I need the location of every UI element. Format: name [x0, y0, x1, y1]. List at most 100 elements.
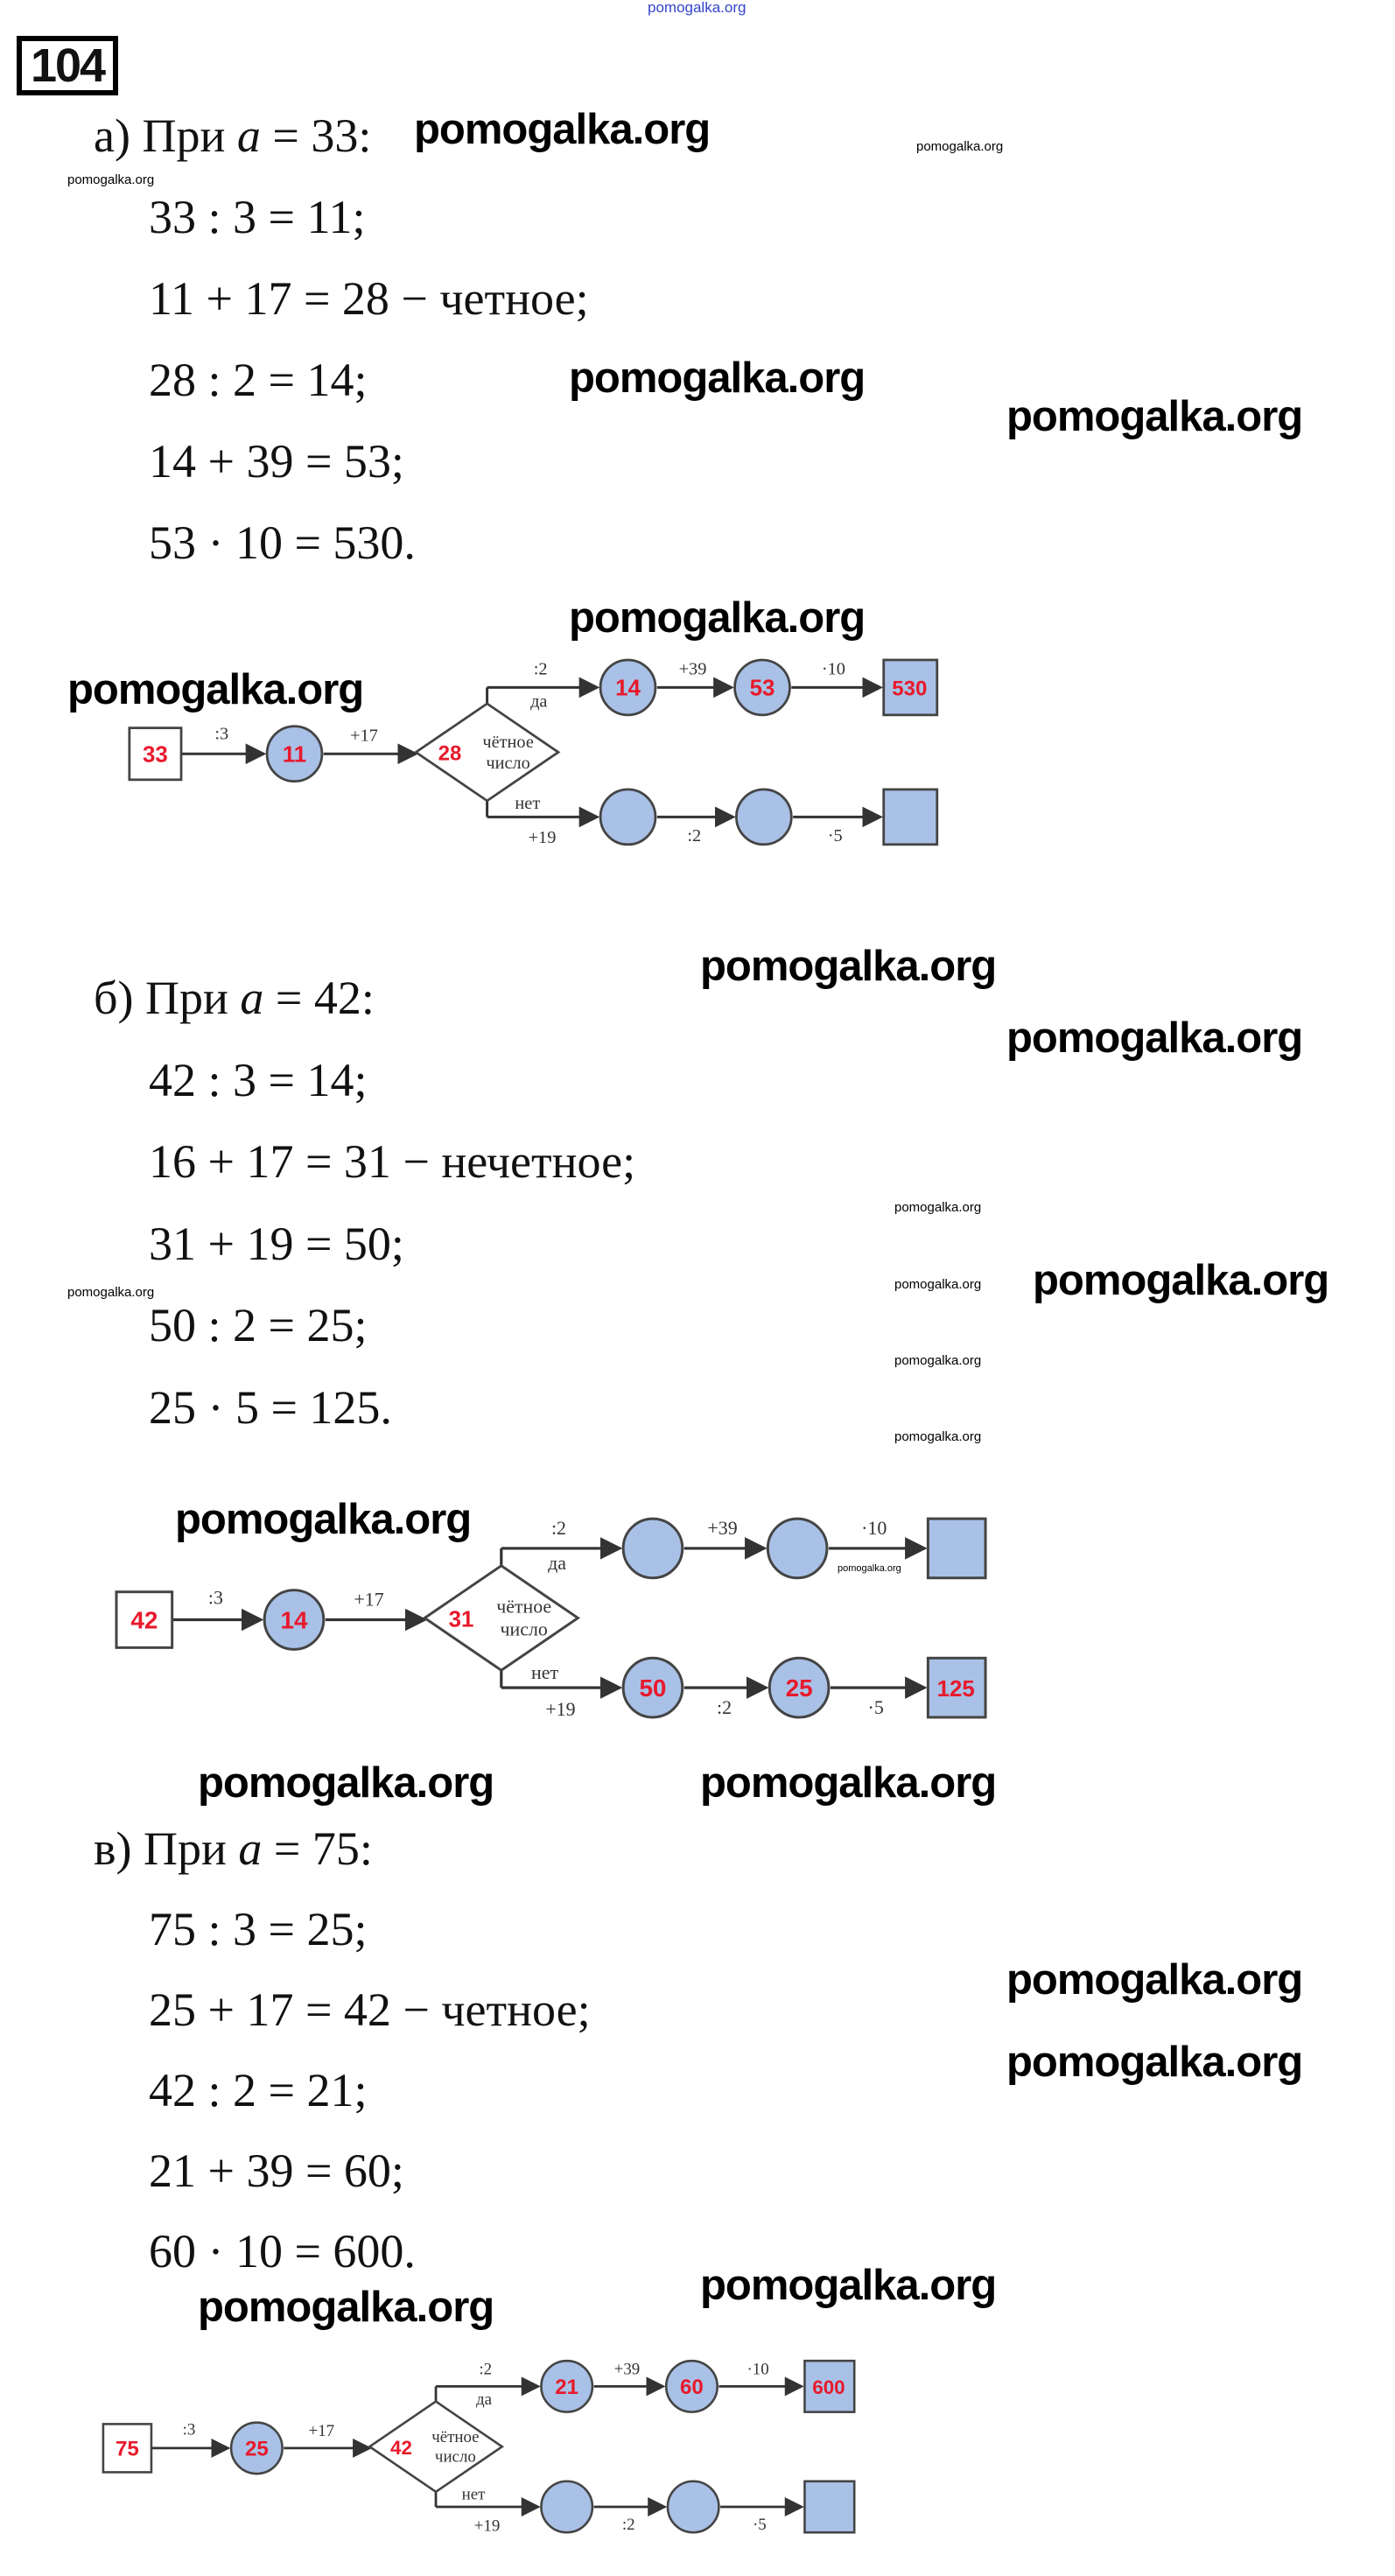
watermark[interactable]: pomogalka.org — [1006, 1014, 1303, 1062]
result-box — [803, 2480, 856, 2534]
label-yes: да — [548, 1552, 566, 1574]
watermark[interactable]: pomogalka.org — [198, 2284, 494, 2331]
equation: 25 + 17 = 42 − четное; — [149, 1983, 591, 2036]
label-mul10: ·10 — [822, 660, 845, 679]
watermark[interactable]: pomogalka.org — [198, 1759, 494, 1807]
equation: 42 : 3 = 14; — [149, 1053, 368, 1106]
label-plus39: +39 — [679, 660, 707, 679]
label-yes: да — [476, 2390, 493, 2409]
label-mul5: ·5 — [753, 2516, 767, 2534]
node-value: 25 — [245, 2438, 269, 2461]
node-circle — [540, 2480, 594, 2534]
label-plus19: +19 — [545, 1698, 575, 1720]
node-value: 60 — [680, 2376, 704, 2399]
start-value: 42 — [130, 1606, 158, 1633]
watermark[interactable]: pomogalka.org — [569, 354, 866, 402]
section-a: а) При a = 33: 33 : 3 = 11; 11 + 17 = 28… — [94, 109, 589, 598]
equation: 33 : 3 = 11; — [149, 191, 366, 243]
equation: 75 : 3 = 25; — [149, 1903, 368, 1955]
watermark[interactable]: pomogalka.org — [67, 1285, 155, 1300]
watermark[interactable]: pomogalka.org — [894, 1200, 982, 1215]
watermark[interactable]: pomogalka.org — [700, 943, 997, 990]
node-value: 14 — [615, 677, 641, 701]
watermark[interactable]: pomogalka.org — [67, 172, 155, 187]
watermark[interactable]: pomogalka.org — [67, 666, 364, 713]
equation: 31 + 19 = 50; — [149, 1217, 404, 1270]
equation: 28 : 2 = 14; — [149, 354, 368, 406]
node-circle — [263, 1589, 326, 1651]
section-c: в) При a = 75: 75 : 3 = 25; 25 + 17 = 42… — [94, 1822, 591, 2306]
result-box — [926, 1656, 987, 1719]
node-circle — [599, 788, 657, 846]
decision-value: 31 — [449, 1607, 474, 1632]
node-circle — [666, 2480, 720, 2534]
watermark[interactable]: pomogalka.org — [569, 594, 866, 642]
label-plus17: +17 — [350, 726, 378, 745]
result-value: 125 — [937, 1677, 975, 1702]
label-number: число — [501, 1618, 548, 1639]
equation: 11 + 17 = 28 − четное; — [149, 272, 589, 325]
watermark[interactable]: pomogalka.org — [1006, 2039, 1303, 2086]
watermark[interactable]: pomogalka.org — [414, 106, 711, 153]
watermark[interactable]: pomogalka.org — [1006, 1956, 1303, 2004]
start-box — [128, 726, 183, 782]
watermark[interactable]: pomogalka.org — [894, 1429, 982, 1444]
problem-number: 104 — [17, 36, 118, 95]
result-value: 530 — [892, 677, 927, 701]
label-mul5: ·5 — [828, 826, 843, 846]
section-header: а) При a = 33: — [94, 109, 372, 162]
node-circle — [621, 1517, 684, 1580]
equation: 53 · 10 = 530. — [149, 516, 416, 569]
label-even: чётное — [496, 1596, 551, 1618]
result-box — [803, 2359, 856, 2413]
watermark[interactable]: pomogalka.org — [1033, 1257, 1329, 1304]
section-b: б) При a = 42: 42 : 3 = 14; 16 + 17 = 31… — [94, 972, 635, 1463]
label-no: нет — [515, 794, 540, 813]
watermark[interactable]: pomogalka.org — [838, 1563, 901, 1574]
section-header: б) При a = 42: — [94, 972, 375, 1024]
node-value: 11 — [283, 742, 306, 767]
watermark[interactable]: pomogalka.org — [894, 1353, 982, 1368]
watermark[interactable]: pomogalka.org — [894, 1277, 982, 1292]
label-plus19: +19 — [529, 828, 557, 847]
watermark[interactable]: pomogalka.org — [916, 139, 1004, 154]
label-div2: :2 — [551, 1517, 566, 1539]
node-value: 50 — [639, 1674, 666, 1702]
node-circle — [733, 658, 791, 717]
label-mul5: ·5 — [868, 1696, 884, 1718]
decision-value: 42 — [390, 2437, 412, 2459]
label-no: нет — [531, 1661, 558, 1683]
decision-value: 28 — [438, 742, 462, 766]
watermark-top[interactable]: pomogalka.org — [648, 0, 747, 16]
label-even: чётное — [431, 2428, 479, 2446]
decision-diamond — [368, 2400, 505, 2494]
node-circle — [229, 2421, 284, 2475]
result-value: 600 — [812, 2376, 845, 2398]
watermark[interactable]: pomogalka.org — [175, 1496, 472, 1543]
section-header: в) При a = 75: — [94, 1822, 373, 1875]
decision-diamond — [422, 1564, 581, 1673]
label-even: чётное — [482, 733, 533, 752]
result-box — [882, 788, 939, 846]
watermark[interactable]: pomogalka.org — [700, 2262, 997, 2309]
node-circle — [735, 788, 793, 846]
watermark[interactable]: pomogalka.org — [1006, 393, 1303, 440]
label-number: число — [486, 754, 529, 773]
equation: 42 : 2 = 21; — [149, 2064, 368, 2116]
equation: 60 · 10 = 600. — [149, 2225, 416, 2278]
label-div2: :2 — [717, 1696, 732, 1718]
start-value: 75 — [116, 2438, 139, 2461]
watermark[interactable]: pomogalka.org — [700, 1759, 997, 1807]
node-circle — [766, 1517, 829, 1580]
node-value: 25 — [786, 1674, 813, 1702]
node-circle — [664, 2359, 719, 2413]
label-div2: :2 — [479, 2361, 492, 2379]
label-div2: :2 — [622, 2516, 635, 2534]
start-value: 33 — [143, 742, 168, 767]
node-circle — [599, 658, 657, 717]
label-div3: :3 — [208, 1587, 223, 1609]
node-circle — [621, 1656, 684, 1719]
node-value: 53 — [750, 677, 775, 701]
node-circle — [540, 2359, 594, 2413]
